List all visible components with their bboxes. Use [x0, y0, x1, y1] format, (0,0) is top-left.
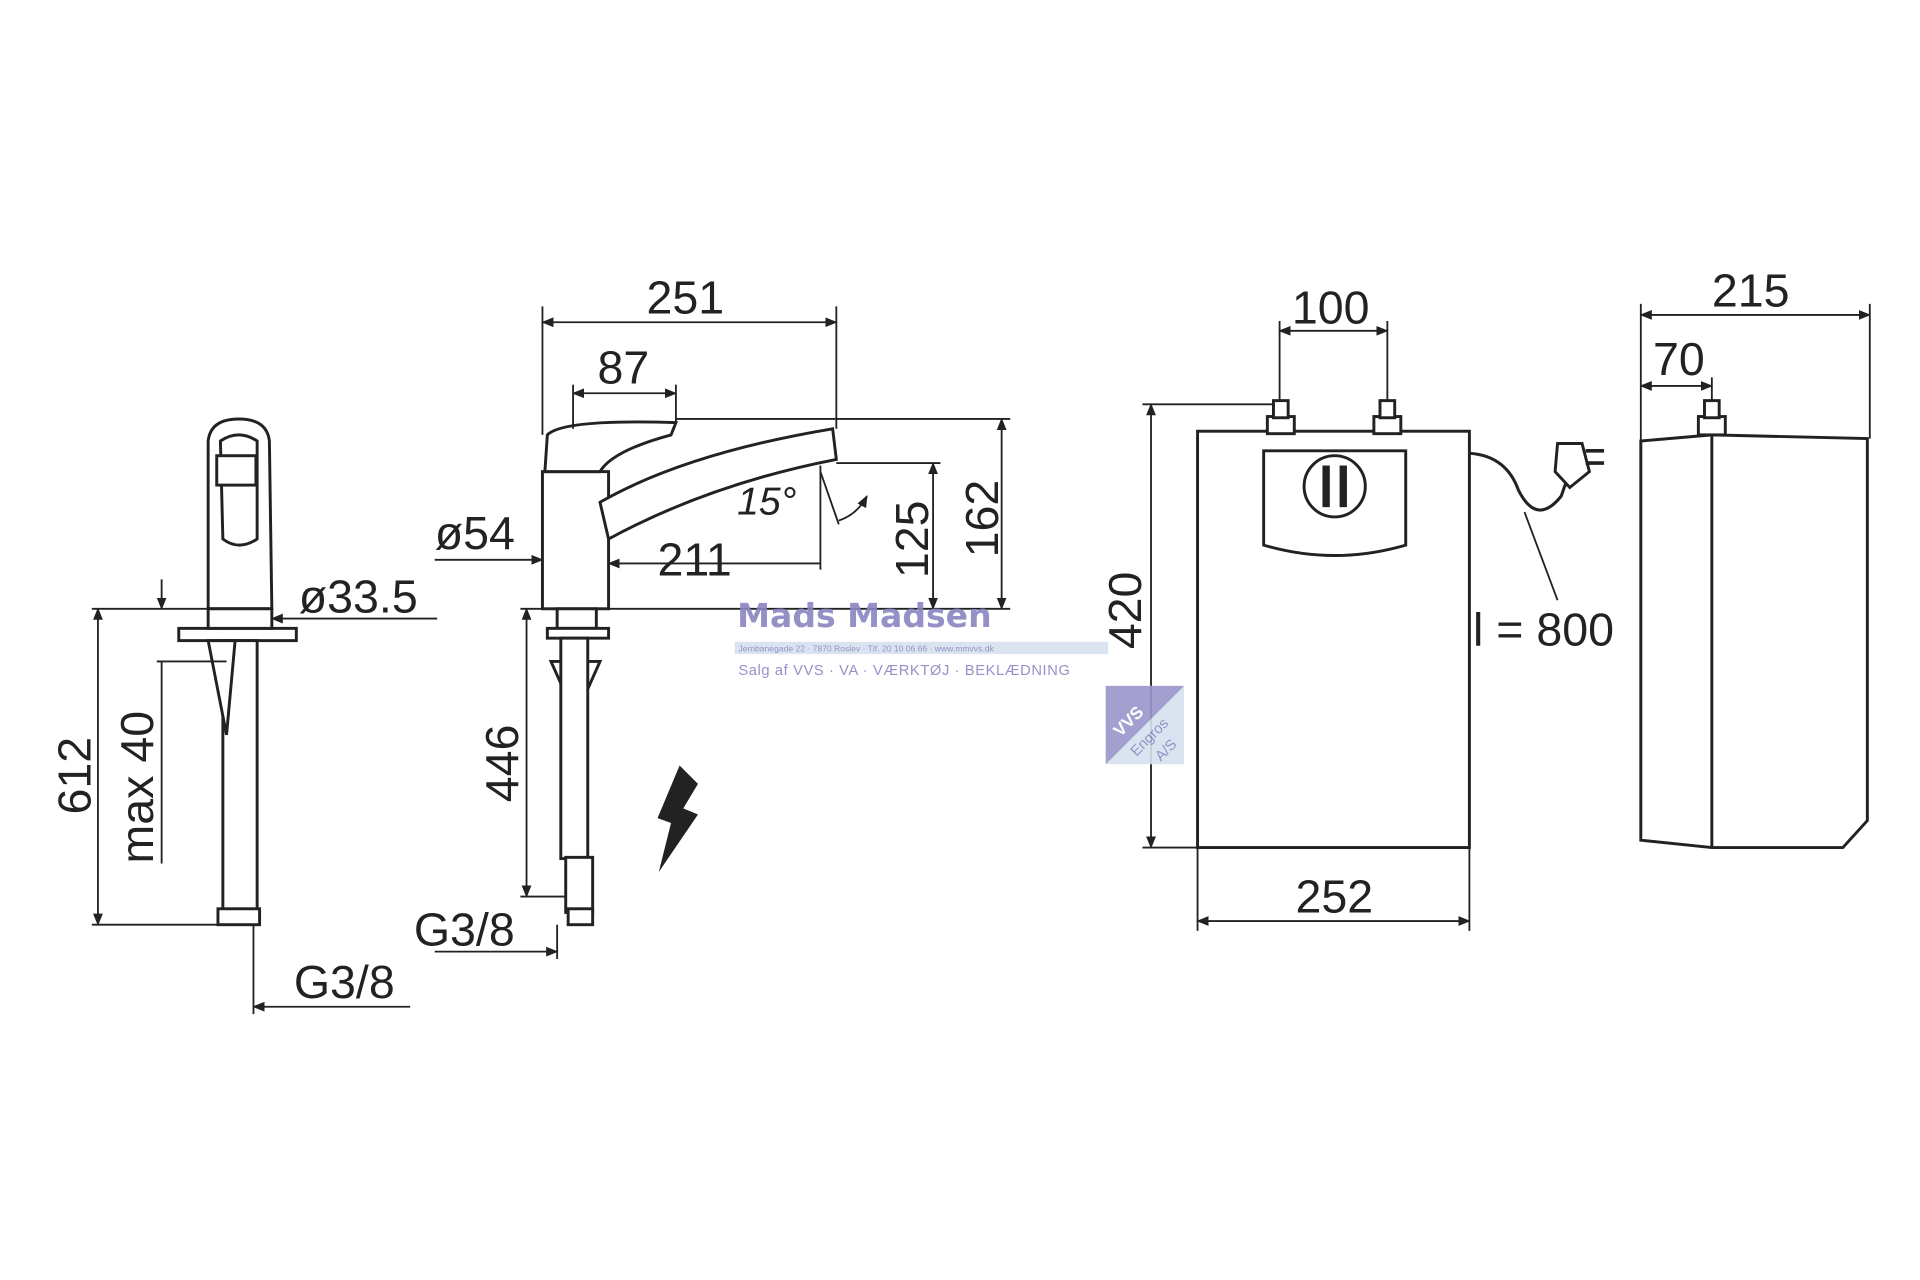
dim-spout-angle: 15° — [737, 480, 796, 523]
dim-total-reach: 251 — [647, 272, 725, 324]
electricity-icon — [657, 765, 698, 873]
dim-faucet-front-height: 162 — [956, 480, 1008, 558]
dim-spout-height: 125 — [886, 501, 938, 579]
dim-heater-height: 420 — [1099, 572, 1151, 650]
watermark-logo: Mads Madsen Jernbanegade 22 · 7870 Rosle… — [734, 596, 1185, 765]
faucet-side-view: 612 max 40 ø33.5 G3/8 — [49, 417, 438, 1015]
watermark-name: Mads Madsen — [737, 596, 991, 635]
dim-front-connection: G3/8 — [414, 904, 515, 956]
water-heater-side-view: 215 70 — [1639, 264, 1872, 850]
faucet-front-view: 251 87 162 125 211 ø54 446 G3/8 15° — [414, 272, 1011, 959]
dim-max-thickness: max 40 — [111, 711, 163, 864]
dim-faucet-height: 612 — [49, 737, 101, 815]
dim-hose-length: 446 — [476, 725, 528, 803]
dim-spout-reach: 211 — [658, 534, 732, 586]
dim-heater-width: 252 — [1296, 870, 1374, 922]
dim-connection-spacing: 100 — [1292, 281, 1370, 333]
watermark-address: Jernbanegade 22 · 7870 Roslev · Tlf. 20 … — [738, 644, 994, 654]
dim-cable-length: l = 800 — [1473, 604, 1614, 656]
dim-heater-depth: 215 — [1712, 264, 1790, 316]
dim-side-connection: G3/8 — [294, 956, 395, 1008]
dim-body-diameter: ø54 — [435, 507, 515, 559]
dim-hole-diameter: ø33.5 — [299, 570, 418, 622]
dim-lever-length: 87 — [598, 341, 650, 393]
watermark-tagline: Salg af VVS · VA · VÆRKTØJ · BEKLÆDNING — [738, 663, 1070, 679]
water-heater-front-view: 100 420 252 l = 800 — [1099, 281, 1614, 931]
dim-connection-offset: 70 — [1653, 333, 1705, 385]
